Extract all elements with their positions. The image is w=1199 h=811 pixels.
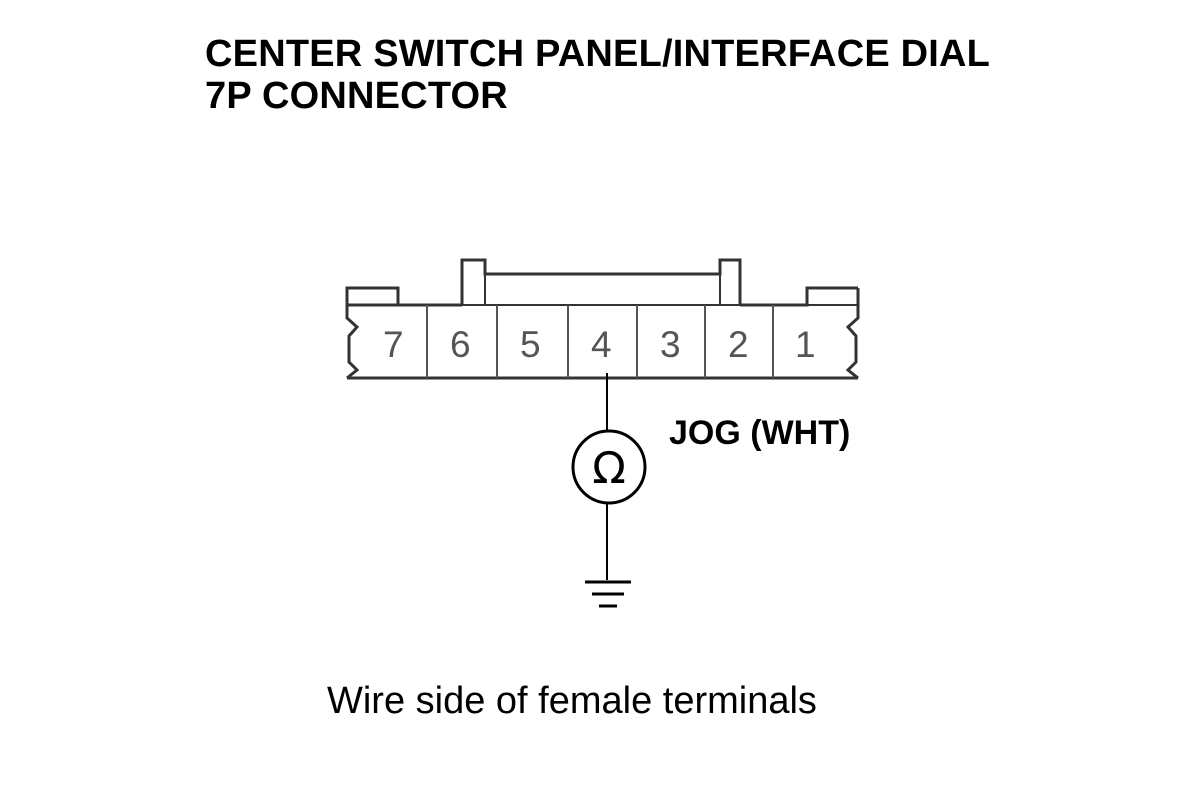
pin-label-4: 4: [591, 324, 612, 365]
title-line-1: CENTER SWITCH PANEL/INTERFACE DIAL: [205, 33, 991, 75]
ohm-symbol: Ω: [592, 443, 626, 494]
caption: Wire side of female terminals: [327, 680, 817, 722]
pin-labels: 7 6 5 4 3 2 1: [383, 324, 816, 365]
pin-label-5: 5: [520, 324, 541, 365]
wire-label: JOG (WHT): [669, 414, 850, 452]
pin-label-7: 7: [383, 324, 404, 365]
pin-label-2: 2: [728, 324, 749, 365]
ohmmeter-icon: Ω: [571, 429, 647, 505]
pin-label-6: 6: [450, 324, 471, 365]
pin-label-3: 3: [660, 324, 681, 365]
ground-icon: [585, 580, 631, 608]
diagram-title: CENTER SWITCH PANEL/INTERFACE DIAL 7P CO…: [205, 33, 990, 117]
pin-dividers: [426, 305, 774, 378]
title-line-2: 7P CONNECTOR: [205, 75, 508, 117]
pin-label-1: 1: [795, 324, 816, 365]
